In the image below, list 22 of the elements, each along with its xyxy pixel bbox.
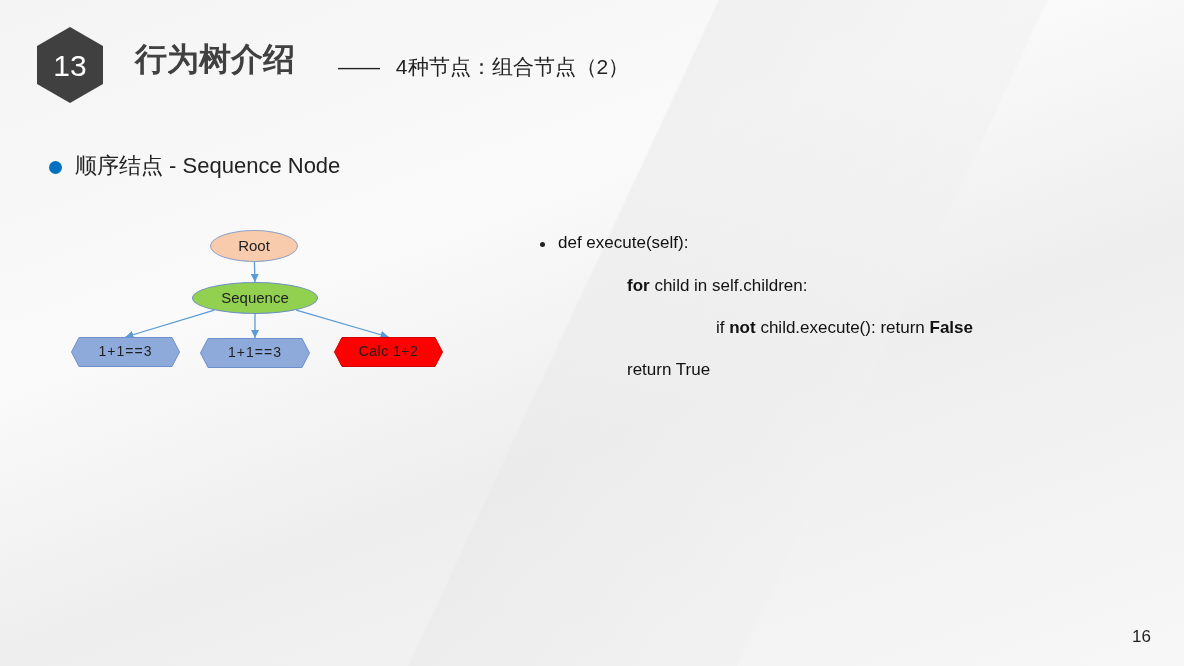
slide-title: 行为树介绍 [135,40,295,79]
arrow [250,261,259,283]
bullet-heading: 顺序结点 - Sequence Node [75,153,341,180]
arrow [295,309,390,339]
node-label: Sequence [221,289,289,307]
code-line: def execute(self): [558,233,689,254]
hexagon-node [71,337,180,367]
subtitle: —— 4种节点：组合节点（2） [338,54,630,80]
code-line: return True [627,360,711,381]
code-line: if not child.execute(): return False [716,318,973,339]
node-label: 1+1==3 [98,344,153,360]
node-label: Root [238,237,270,255]
arrow [124,309,216,339]
arrow [251,313,259,339]
number-badge [37,27,103,103]
node-label: 1+1==3 [228,345,282,361]
page-number: 16 [1132,627,1151,648]
node-label: Calc 1+2 [358,344,419,360]
hexagon-node [200,338,310,368]
node-label: 13 [53,48,87,82]
code-line: for child in self.children: [627,276,808,297]
hexagon-node [334,337,443,367]
